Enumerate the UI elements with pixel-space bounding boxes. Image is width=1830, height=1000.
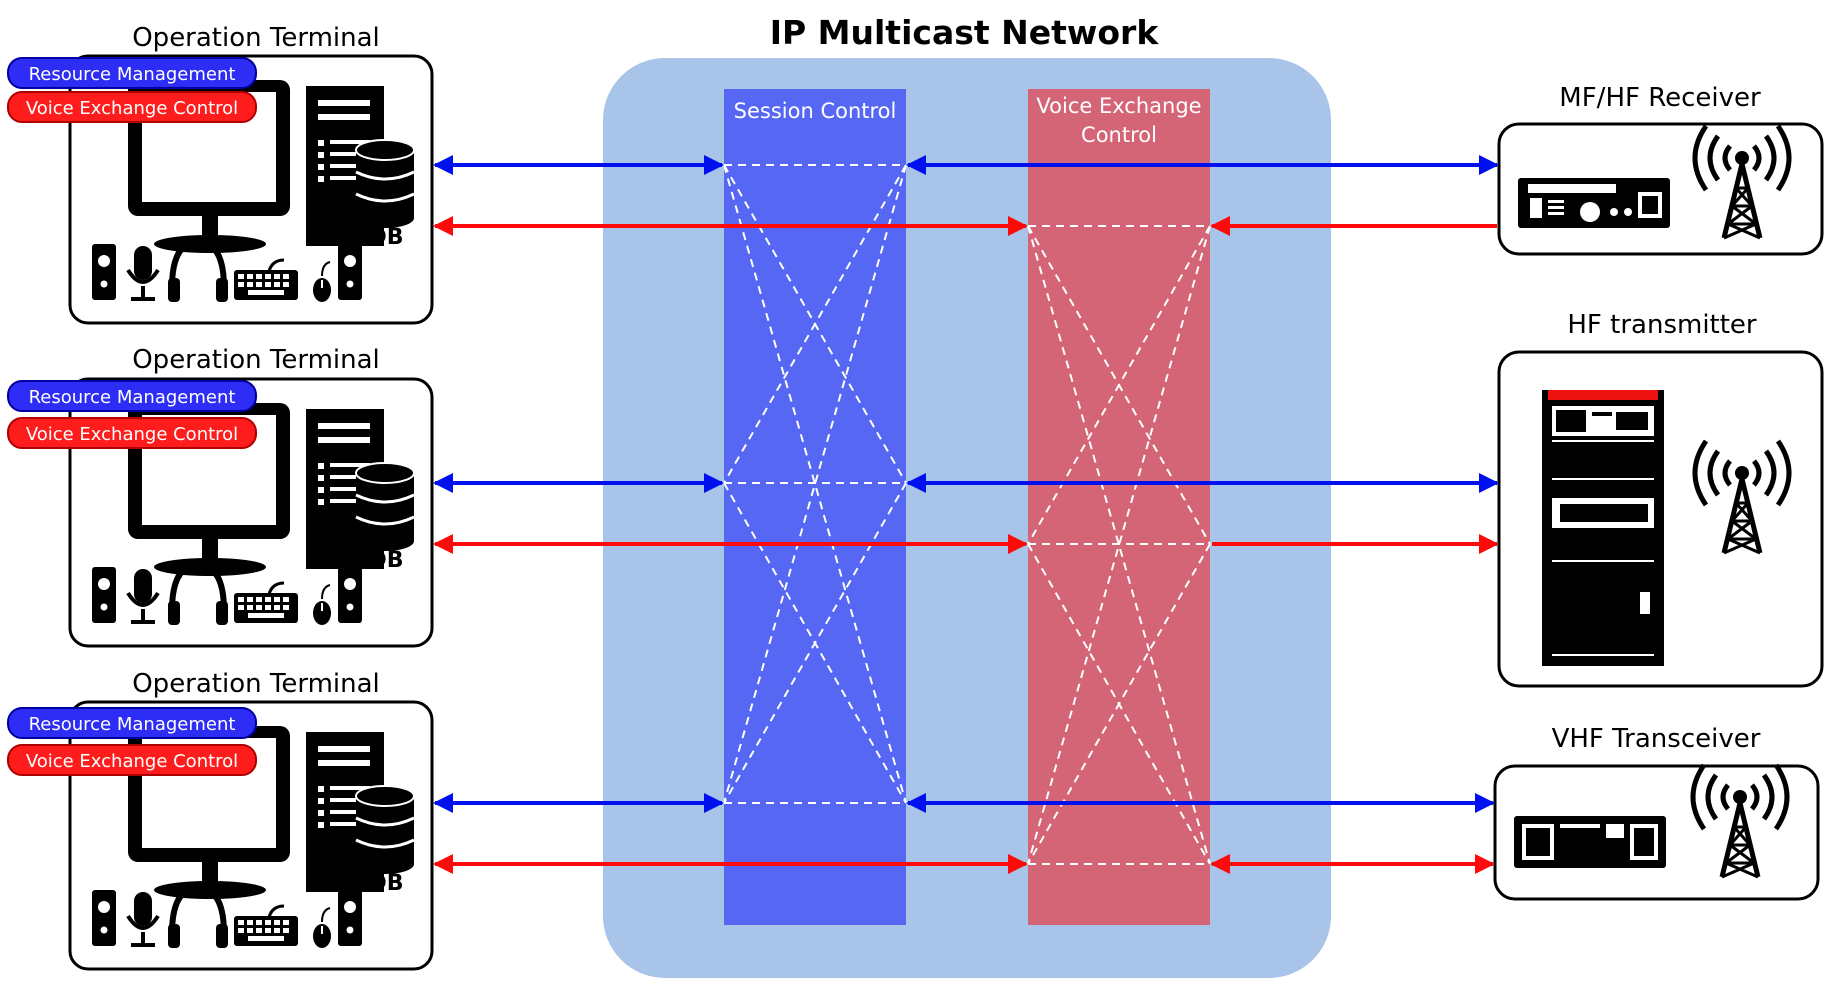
mfhf-receiver-device — [1497, 122, 1824, 256]
voice-exchange-control-label: Voice Exchange Control — [26, 751, 238, 772]
network-title: IP Multicast Network — [770, 13, 1160, 52]
voice-mesh-lines — [1027, 225, 1211, 865]
terminal-title-1: Operation Terminal — [132, 23, 380, 53]
voice-exchange-label-line1: Voice Exchange — [1036, 94, 1201, 118]
voice-exchange-control-column — [1028, 89, 1210, 925]
voice-exchange-control-label: Voice Exchange Control — [26, 424, 238, 445]
resource-management-pill — [7, 380, 257, 412]
device-title-vhf-transceiver: VHF Transceiver — [1552, 724, 1761, 754]
voice-exchange-label-line2: Control — [1081, 123, 1157, 147]
blue-session-arrows — [433, 155, 1499, 813]
hf-transmitter-device — [1497, 350, 1824, 688]
terminal-title-3: Operation Terminal — [132, 669, 380, 699]
device-title-hf-transmitter: HF transmitter — [1567, 310, 1757, 340]
terminal-db-label: DB — [368, 548, 403, 573]
resource-management-pill — [7, 57, 257, 89]
session-control-label: Session Control — [734, 99, 897, 123]
ip-multicast-network-area — [603, 58, 1331, 978]
operation-terminal-1: DB — [70, 56, 432, 323]
terminal-db-label: DB — [368, 225, 403, 250]
transmitter-rack-icon — [1542, 390, 1664, 666]
voice-exchange-pill — [7, 744, 257, 776]
terminal-db-label: DB — [368, 871, 403, 896]
voice-exchange-pill — [7, 417, 257, 449]
red-voice-arrows — [433, 216, 1499, 874]
terminal-title-2: Operation Terminal — [132, 345, 380, 375]
resource-management-label: Resource Management — [29, 714, 236, 735]
voice-exchange-pill — [7, 91, 257, 123]
voice-exchange-control-label: Voice Exchange Control — [26, 98, 238, 119]
device-title-mfhf-receiver: MF/HF Receiver — [1559, 83, 1761, 113]
vhf-transceiver-device — [1493, 765, 1820, 901]
resource-management-label: Resource Management — [29, 387, 236, 408]
resource-management-label: Resource Management — [29, 64, 236, 85]
operation-terminal-3: DB — [70, 702, 432, 969]
operation-terminal-2: DB — [70, 379, 432, 646]
resource-management-pill — [7, 707, 257, 739]
